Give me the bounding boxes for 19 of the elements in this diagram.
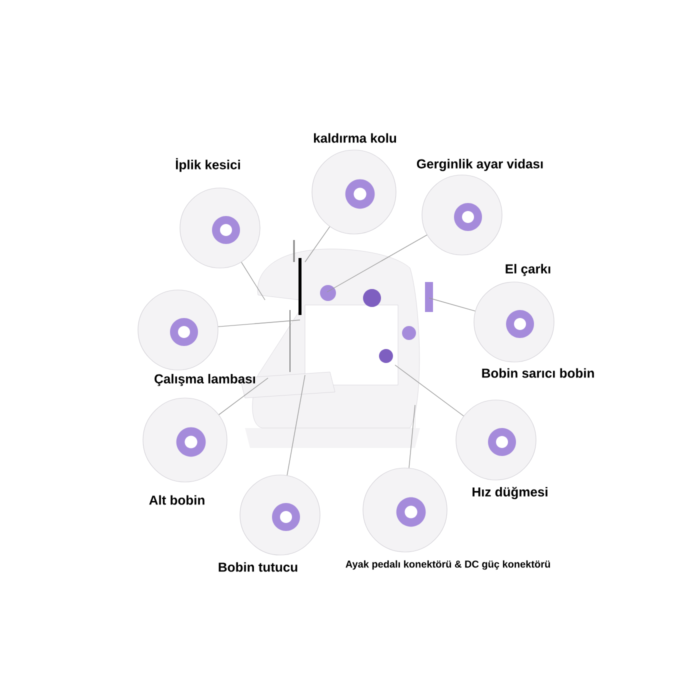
callout-label: Alt bobin	[149, 495, 204, 505]
leader-line	[408, 404, 416, 468]
callout-label: El çarkı	[506, 264, 550, 276]
callout-label: Çalışma lambası	[154, 374, 255, 386]
leader-line	[326, 234, 428, 292]
callout-label: kaldırma kolu	[314, 133, 396, 143]
leader-line	[428, 298, 476, 312]
leader-line	[286, 374, 306, 476]
leader-line	[218, 378, 268, 416]
callout-label: Ayak pedalı konektörü & DC güç konektörü	[346, 560, 550, 570]
leader-line	[241, 262, 266, 300]
callout-label: İplik kesici	[176, 158, 240, 172]
callout-label: Bobin tutucu	[218, 562, 298, 572]
callout-label: Bobin sarıcı bobin	[482, 368, 594, 378]
callout-label: Gerginlik ayar vidası	[416, 158, 543, 172]
leader-line	[304, 226, 330, 262]
leader-line	[218, 320, 300, 328]
leader-line	[394, 364, 464, 416]
callout-label: Hız düğmesi	[472, 486, 548, 500]
